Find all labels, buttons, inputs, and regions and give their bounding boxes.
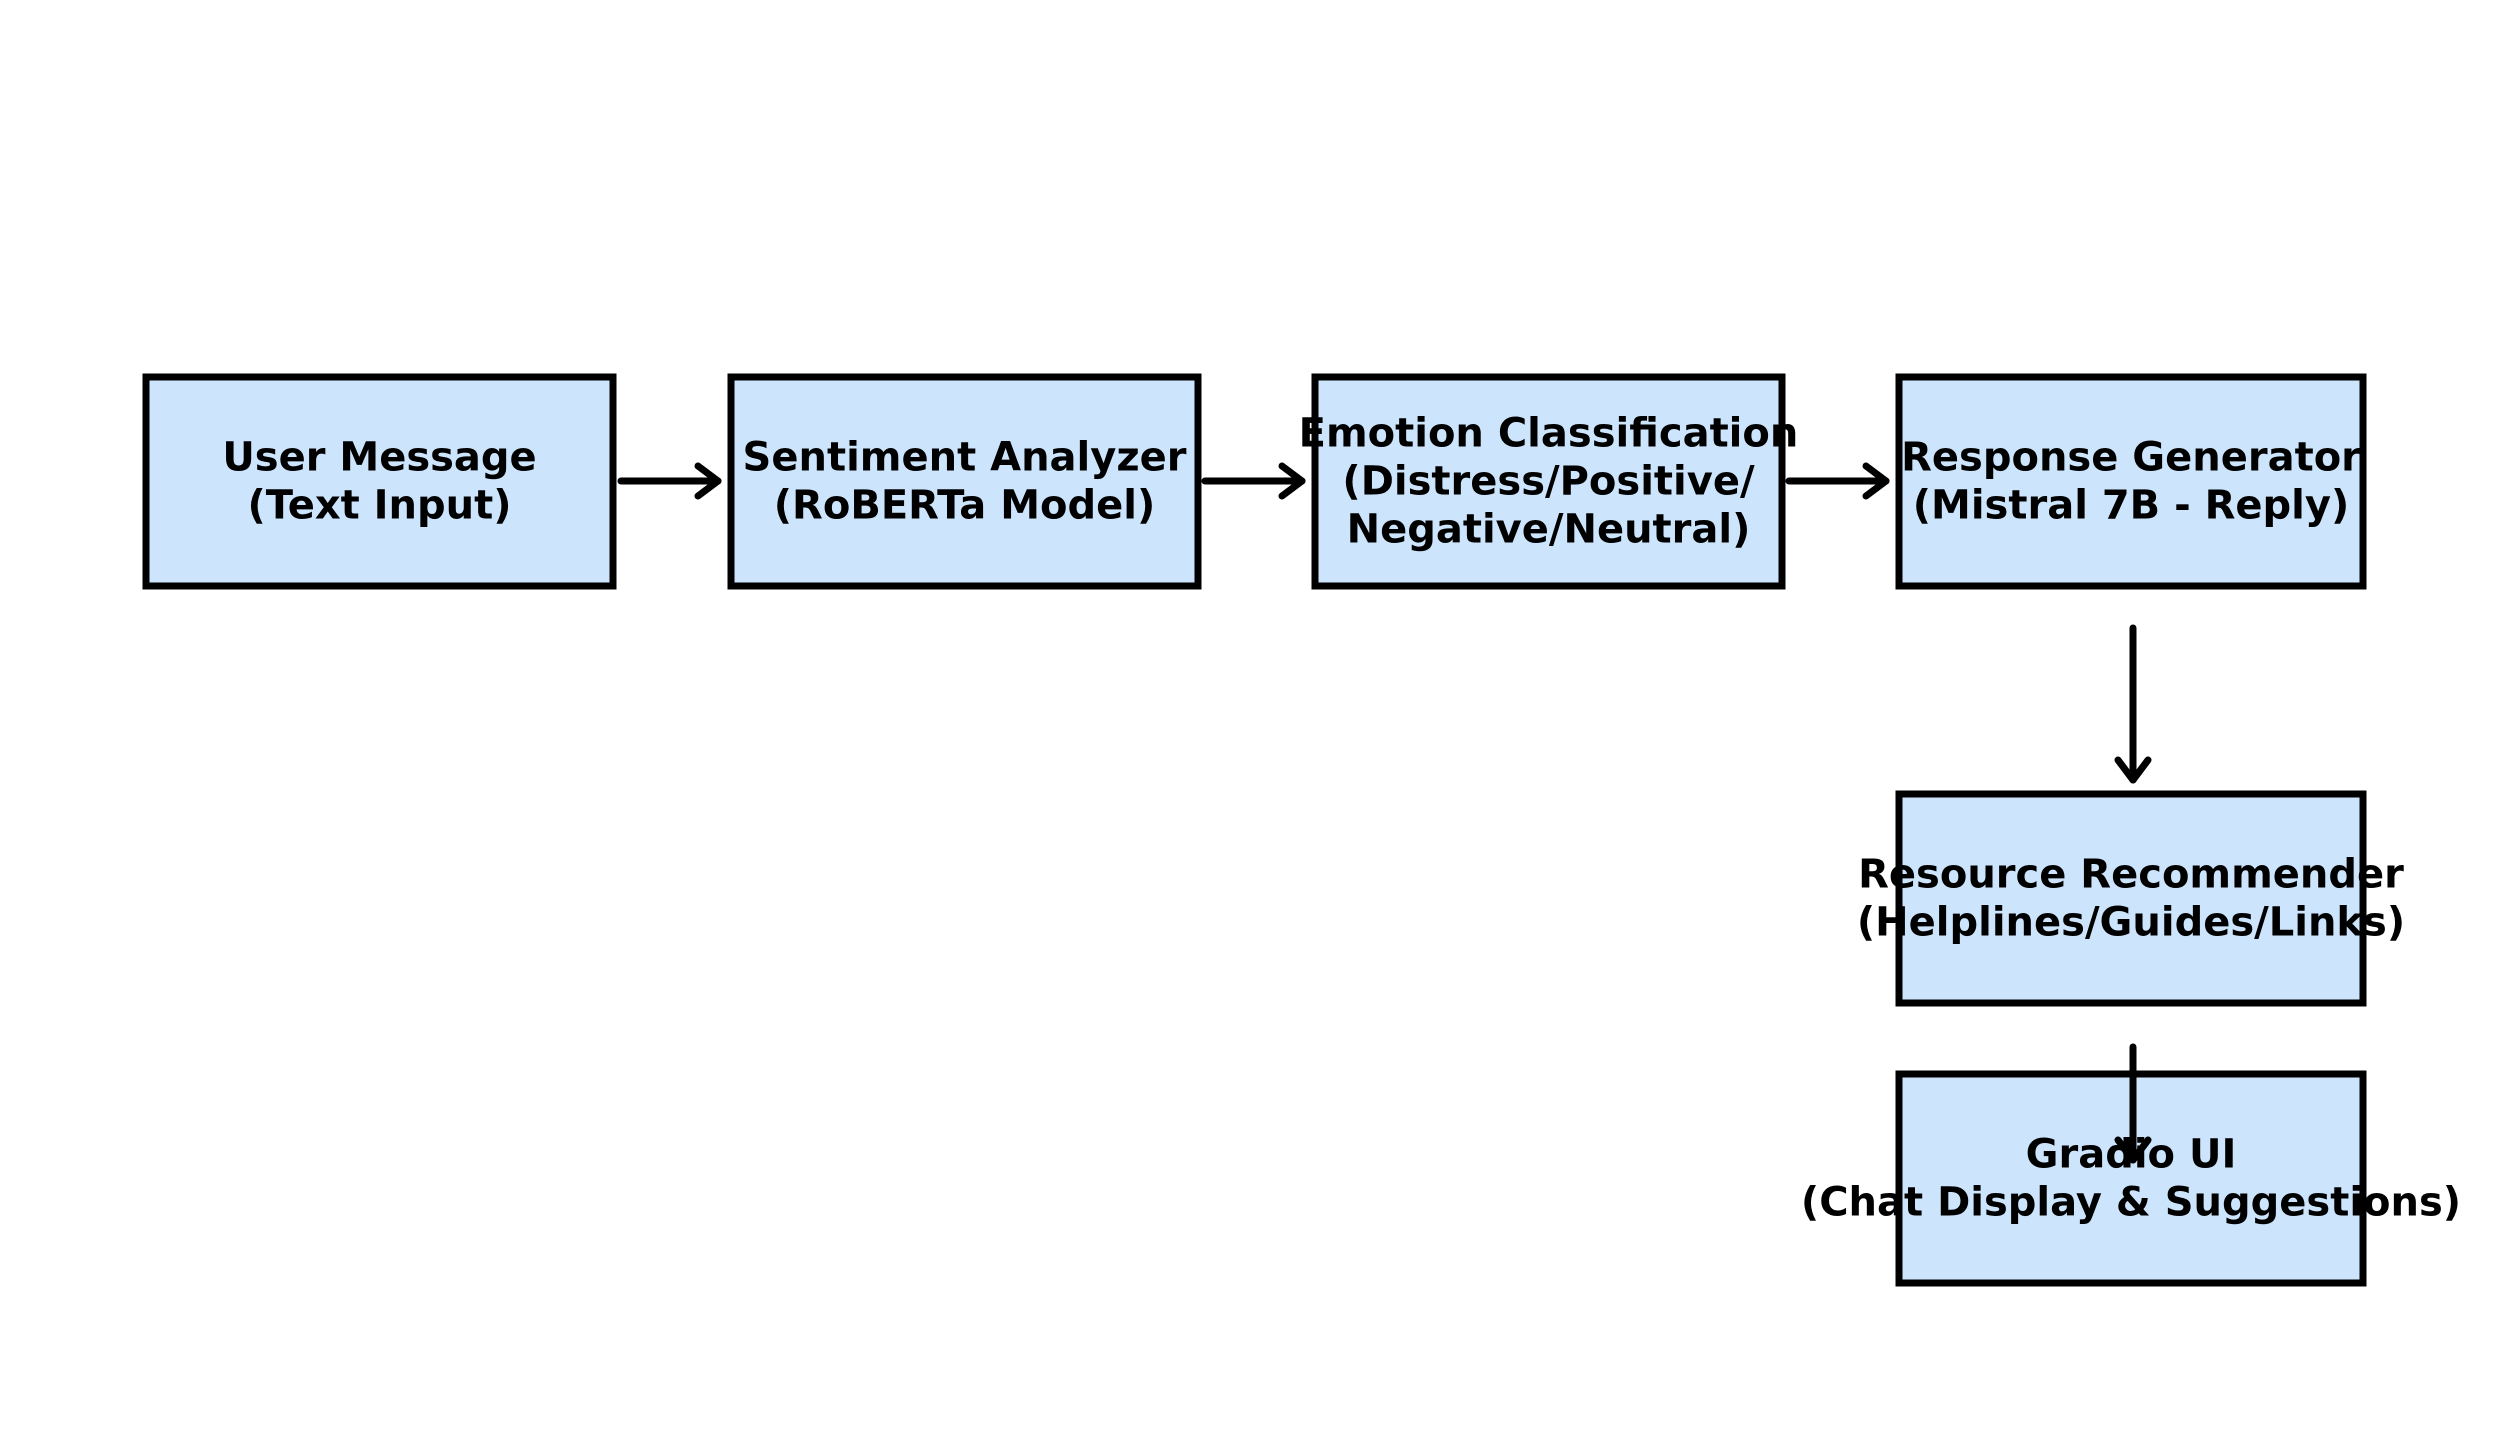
edge-sentiment-analyzer-to-emotion-classification bbox=[1201, 462, 1306, 500]
node-box-response-generator bbox=[1895, 373, 2367, 590]
arrowhead-icon bbox=[2114, 756, 2152, 784]
node-label-user-message-line-0: User Message bbox=[222, 435, 536, 481]
edge-resource-recommender-to-gradio-ui bbox=[2114, 1043, 2152, 1164]
node-label-resource-recommender-line-1: (Helplines/Guides/Links) bbox=[1857, 900, 2405, 946]
arrowhead-icon bbox=[1862, 462, 1890, 500]
node-label-response-generator-line-0: Response Generator bbox=[1901, 435, 2361, 481]
edge-user-message-to-sentiment-analyzer bbox=[617, 462, 722, 500]
node-label-sentiment-analyzer-line-0: Sentiment Analyzer bbox=[743, 435, 1187, 481]
edge-response-generator-to-resource-recommender bbox=[2114, 624, 2152, 784]
node-box-resource-recommender bbox=[1895, 790, 2367, 1007]
arrowhead-icon bbox=[1278, 462, 1306, 500]
node-label-resource-recommender-line-0: Resource Recommender bbox=[1858, 852, 2404, 898]
arrowhead-icon bbox=[2114, 1136, 2152, 1164]
node-label-gradio-ui-line-0: Gradio UI bbox=[2026, 1132, 2237, 1178]
node-box-sentiment-analyzer bbox=[727, 373, 1202, 590]
labels-layer: User Message(Text Input) Sentiment Analyz… bbox=[222, 411, 2461, 1226]
node-label-sentiment-analyzer-line-1: (RoBERTa Model) bbox=[774, 483, 1155, 529]
node-label-response-generator-line-1: (Mistral 7B - Reply) bbox=[1913, 483, 2349, 529]
node-label-user-message-line-1: (Text Input) bbox=[247, 483, 511, 529]
edges-layer bbox=[617, 462, 2152, 1164]
node-box-emotion-classification bbox=[1311, 373, 1786, 590]
edge-emotion-classification-to-response-generator bbox=[1785, 462, 1890, 500]
node-label-emotion-classification-line-1: (Distress/Positive/ bbox=[1342, 459, 1755, 505]
node-label-emotion-classification-line-0: Emotion Classification bbox=[1299, 411, 1799, 457]
node-label-emotion-classification-line-2: Negative/Neutral) bbox=[1347, 507, 1751, 553]
node-label-gradio-ui-line-1: (Chat Display & Suggestions) bbox=[1801, 1180, 2461, 1226]
arrowhead-icon bbox=[694, 462, 722, 500]
node-box-user-message bbox=[142, 373, 617, 590]
